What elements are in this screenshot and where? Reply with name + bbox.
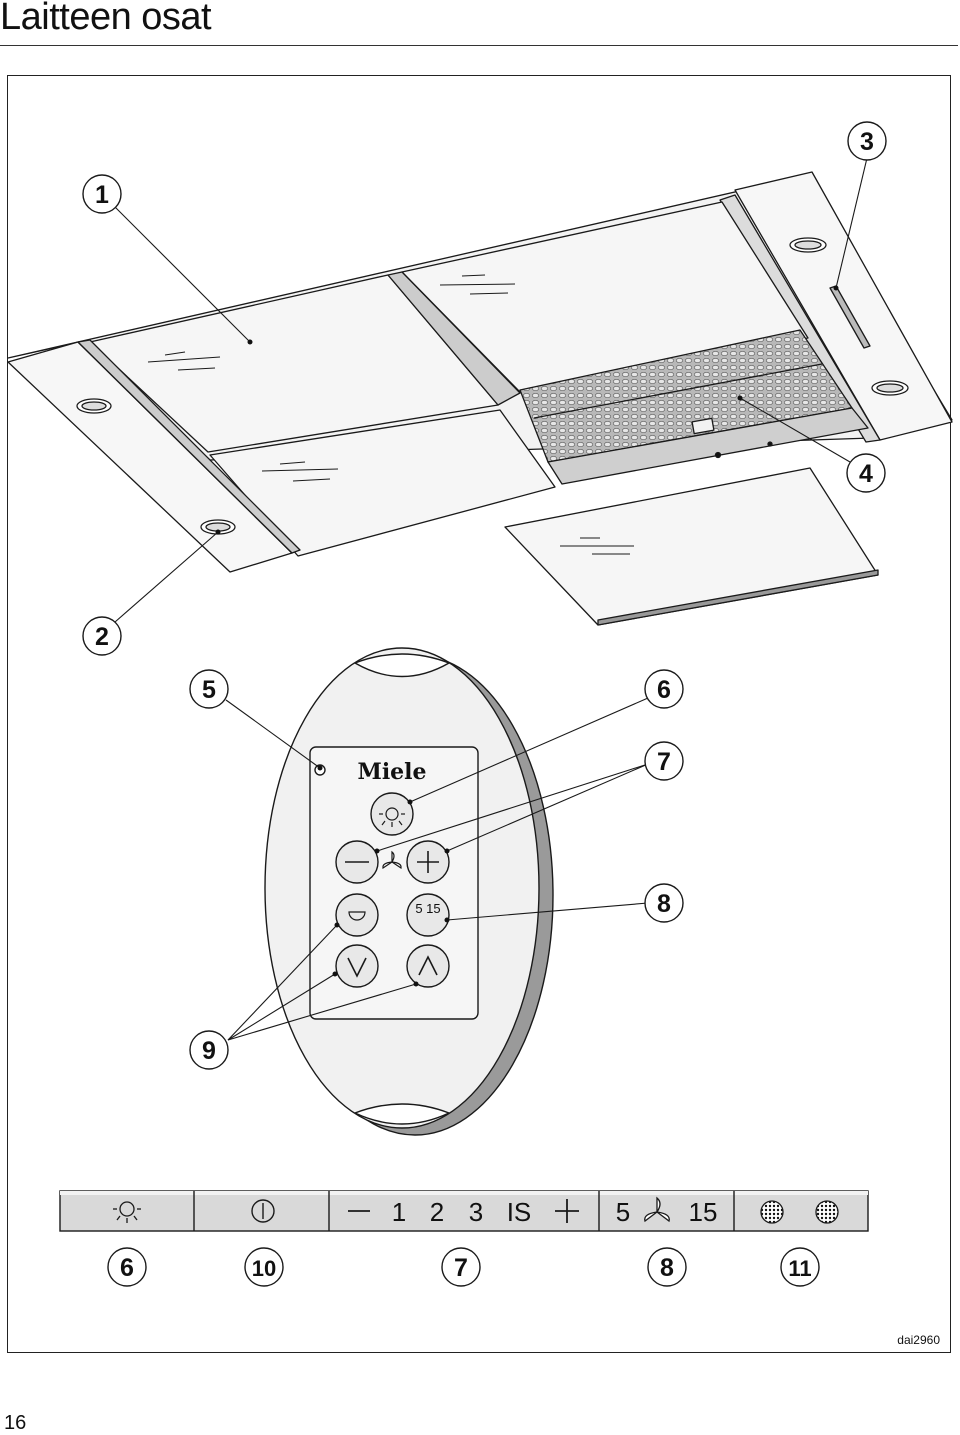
callout-2 <box>82 616 122 656</box>
callout-9-label: 9 <box>202 1037 216 1065</box>
strip-light-icon[interactable] <box>113 1201 141 1223</box>
callout-7-remote-label: 7 <box>657 748 671 776</box>
figure-frame <box>7 75 951 1353</box>
callout-4-label: 4 <box>859 460 873 488</box>
grease-filter-icon[interactable] <box>760 1200 784 1224</box>
page-number: 16 <box>4 1412 27 1434</box>
callout-8-strip-label: 8 <box>660 1254 674 1282</box>
callout-5 <box>189 669 229 709</box>
dim-light-icon <box>348 911 366 921</box>
leader-lines <box>113 157 868 1041</box>
callout-8-remote <box>644 883 684 923</box>
timer-label: 5 15 <box>415 901 440 916</box>
callout-7-remote <box>644 741 684 781</box>
callout-11-label: 11 <box>788 1256 811 1281</box>
callout-10 <box>244 1247 284 1287</box>
remote-dim-light-button[interactable] <box>335 893 379 937</box>
callout-circles <box>82 121 887 1287</box>
callout-8-strip <box>647 1247 687 1287</box>
level-3-label[interactable]: 3 <box>469 1197 483 1227</box>
remote-plus-button[interactable] <box>406 840 450 884</box>
chevron-up-icon <box>418 955 438 976</box>
strip-fan-icon[interactable] <box>644 1196 670 1223</box>
callout-1 <box>82 174 122 214</box>
callout-8-remote-label: 8 <box>657 890 671 918</box>
hood-illustration <box>7 171 953 626</box>
remote-minus-button[interactable] <box>335 840 379 884</box>
remote-light-button[interactable] <box>370 792 414 836</box>
callout-3-label: 3 <box>860 128 874 156</box>
callout-3 <box>847 121 887 161</box>
intensive-level-label[interactable]: IS <box>507 1197 532 1227</box>
callout-4 <box>846 453 886 493</box>
callout-5-label: 5 <box>202 676 216 704</box>
remote-timer-button[interactable]: 5 15 <box>406 893 450 937</box>
callout-7-strip <box>441 1247 481 1287</box>
callout-7-strip-label: 7 <box>454 1254 468 1282</box>
power-icon[interactable] <box>251 1199 275 1223</box>
callout-6-remote <box>644 669 684 709</box>
chevron-down-icon <box>347 957 367 978</box>
callout-6-remote-label: 6 <box>657 676 671 704</box>
strip-plus-icon[interactable] <box>555 1199 579 1223</box>
remote-control: Miele 5 15 <box>264 647 554 1136</box>
control-strip-labels: 1 2 3 IS 5 15 <box>392 1197 718 1227</box>
callout-11 <box>780 1247 820 1287</box>
remote-up-button[interactable] <box>406 944 450 988</box>
level-1-label[interactable]: 1 <box>392 1197 406 1227</box>
callout-6-strip <box>107 1247 147 1287</box>
brand-logo: Miele <box>357 759 426 785</box>
title-rule <box>0 45 958 46</box>
light-icon <box>385 807 399 821</box>
remote-key-panel <box>309 746 479 1020</box>
callout-6-strip-label: 6 <box>120 1254 134 1282</box>
page-title: Laitteen osat <box>0 0 212 38</box>
charcoal-filter-icon[interactable] <box>815 1200 839 1224</box>
callout-9 <box>189 1030 229 1070</box>
callout-2-label: 2 <box>95 623 109 651</box>
callout-10-label: 10 <box>252 1256 276 1281</box>
fan-icon <box>382 850 402 869</box>
timer-5-label[interactable]: 5 <box>616 1197 630 1227</box>
callout-1-label: 1 <box>95 181 109 209</box>
remote-down-button[interactable] <box>335 944 379 988</box>
control-panel-strip <box>59 1190 869 1232</box>
level-2-label[interactable]: 2 <box>430 1197 444 1227</box>
image-code: dai2960 <box>897 1333 940 1347</box>
timer-15-label[interactable]: 15 <box>689 1197 718 1227</box>
